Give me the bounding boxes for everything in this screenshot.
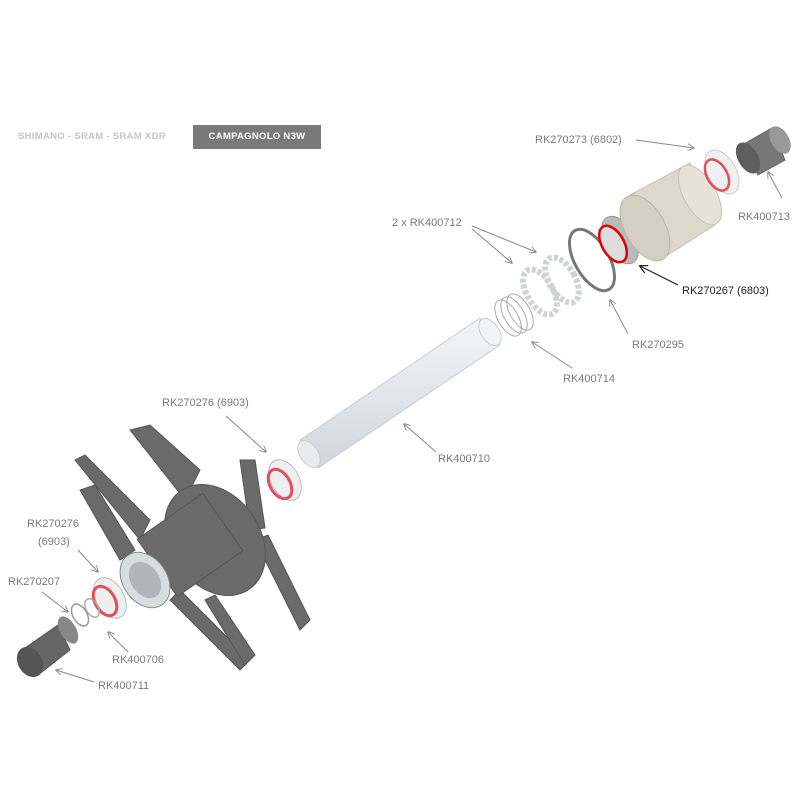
leader-line-highlight bbox=[640, 266, 679, 286]
leader-lines bbox=[41, 139, 783, 683]
bearing-rk270273 bbox=[703, 149, 740, 195]
endcap-rk400713 bbox=[735, 126, 791, 176]
label-rk400706: RK400706 bbox=[112, 654, 164, 666]
label-rk270276-a: RK270276 (6903) bbox=[162, 397, 249, 409]
tab-shimano-sram[interactable]: SHIMANO - SRAM - SRAM XDR bbox=[18, 131, 166, 142]
spring-rk400714 bbox=[494, 293, 534, 337]
ratchets-rk400712 bbox=[520, 254, 582, 318]
label-rk270273: RK270273 (6802) bbox=[535, 134, 622, 146]
label-rk400711: RK400711 bbox=[98, 680, 150, 692]
label-rk270267: RK270267 (6803) bbox=[682, 285, 769, 297]
ring-rk400706 bbox=[84, 598, 100, 618]
freehub-body bbox=[619, 162, 723, 262]
label-rk270295: RK270295 bbox=[632, 339, 684, 351]
axle-part bbox=[297, 317, 502, 469]
label-rk270207: RK270207 bbox=[8, 576, 60, 588]
label-rk400712: 2 x RK400712 bbox=[392, 217, 462, 229]
endcap-rk400711 bbox=[16, 616, 79, 678]
ring-rk270207 bbox=[70, 603, 90, 627]
label-rk400714: RK400714 bbox=[563, 373, 615, 385]
label-rk270276-b-size: (6903) bbox=[38, 536, 70, 548]
label-rk270276-b-code: RK270276 bbox=[27, 518, 79, 530]
bearing-rk270276-b bbox=[91, 577, 127, 619]
tab-campagnolo-n3w[interactable]: CAMPAGNOLO N3W bbox=[193, 125, 321, 149]
bearing-rk270276-a bbox=[266, 459, 302, 501]
label-rk400710: RK400710 bbox=[438, 453, 490, 465]
label-rk400713: RK400713 bbox=[738, 211, 790, 223]
